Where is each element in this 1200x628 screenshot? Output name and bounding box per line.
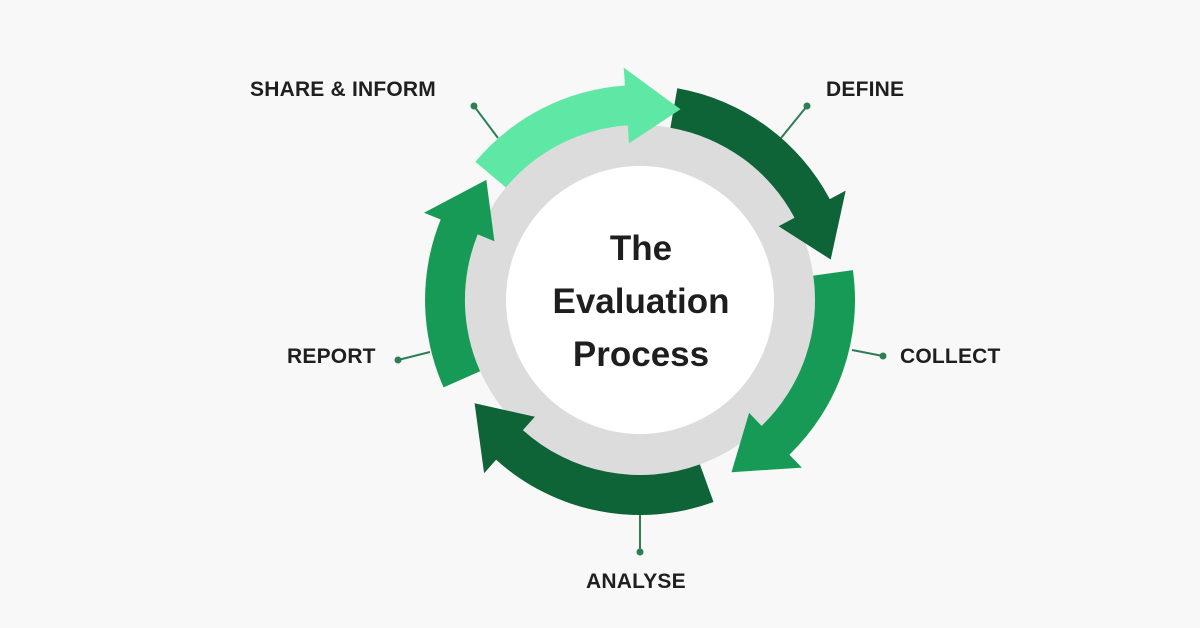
connector-dot-share-inform: [470, 102, 478, 110]
stage-label-report: REPORT: [287, 345, 376, 368]
connector-dot-report: [394, 356, 402, 364]
connector-dot-define: [803, 102, 811, 110]
stage-label-analyse: ANALYSE: [586, 570, 686, 593]
connector-line-share-inform: [473, 105, 499, 139]
stage-label-collect: COLLECT: [900, 345, 1001, 368]
arrow-analyse: [474, 403, 714, 515]
connector-line-report: [397, 351, 431, 361]
center-disk: [506, 166, 774, 434]
arrow-define: [670, 88, 846, 260]
arrow-share-inform: [475, 67, 681, 188]
connector-dot-collect: [879, 352, 887, 360]
connector-dot-analyse: [636, 548, 644, 556]
arrow-report: [424, 179, 495, 388]
center-title: The Evaluation Process: [500, 222, 782, 381]
cycle-arrows: [424, 67, 856, 515]
center-title-line-1: The: [609, 229, 673, 268]
connector-line-collect: [851, 349, 884, 357]
center-title-line-2: Evaluation: [552, 282, 730, 321]
stage-label-share-inform: SHARE & INFORM: [250, 78, 436, 101]
label-connectors: [394, 102, 887, 556]
arrow-collect: [731, 270, 856, 473]
connector-line-define: [780, 105, 808, 139]
center-title-line-3: Process: [572, 335, 710, 374]
stage-label-define: DEFINE: [826, 78, 905, 101]
